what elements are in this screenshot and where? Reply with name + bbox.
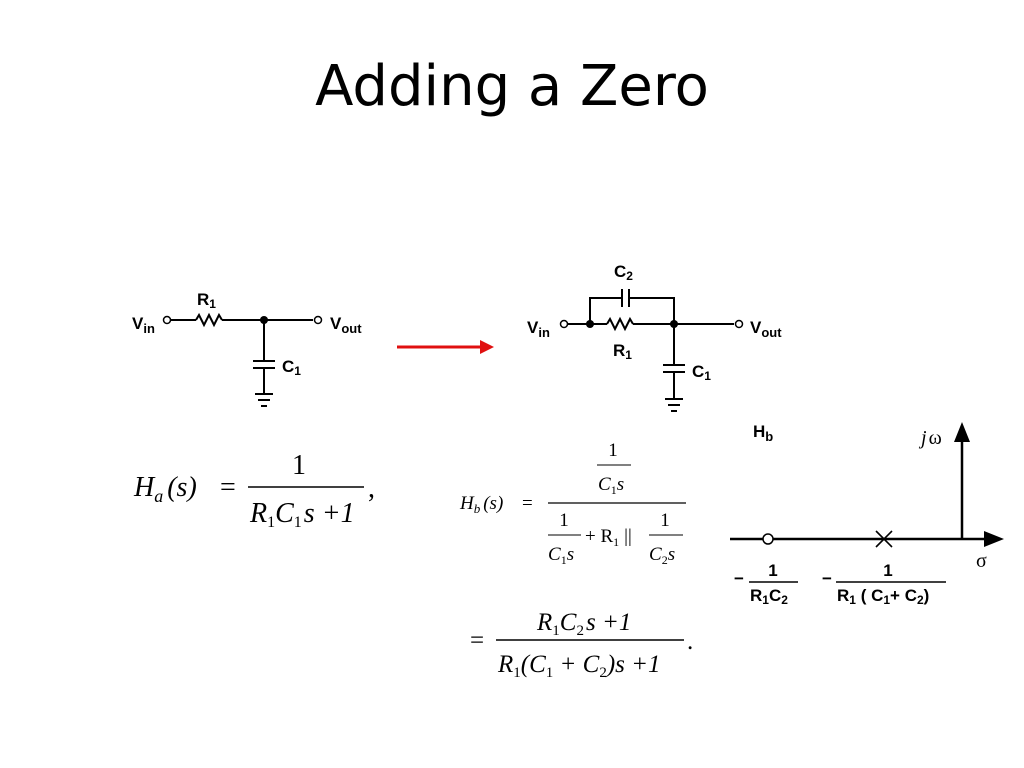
- pz-zero-numerator: 1: [768, 561, 777, 580]
- pz-zero-minus: −: [734, 569, 744, 588]
- circuit-a-ground-symbol: [255, 393, 273, 407]
- eq-b-top-denominator: C1s: [598, 474, 624, 497]
- circuit-b-ground-symbol: [665, 398, 683, 412]
- eq-b-equals: =: [522, 493, 533, 514]
- circuit-b-c1-label: C1: [692, 362, 711, 383]
- eq-b-top-numerator: 1: [608, 440, 618, 461]
- circuit-a-input-terminal: [162, 315, 172, 325]
- transform-arrow: [397, 340, 494, 354]
- pz-pole-minus: −: [822, 569, 832, 588]
- circuit-a: Vin R1 Vout C1: [132, 290, 362, 407]
- pz-real-axis-arrow: [984, 531, 1004, 547]
- circuit-b-vout-label: Vout: [750, 318, 782, 340]
- circuit-b-vin-label: Vin: [527, 318, 550, 340]
- equation-hb: Hb(s) = 1 C1s 1 C1s + R1|| 1 C2s: [459, 440, 686, 567]
- arrow-head: [480, 340, 494, 354]
- eq-a-lhs: Ha(s): [133, 472, 197, 506]
- circuit-a-output-terminal: [313, 315, 323, 325]
- circuit-a-r1-label: R1: [197, 290, 216, 311]
- eq-c-numerator: R1C2s +1: [536, 609, 631, 639]
- circuit-b-output-terminal: [734, 319, 744, 329]
- circuit-a-resistor-r1: [195, 312, 223, 328]
- eq-b-bottom-right-numerator: 1: [660, 510, 670, 531]
- eq-a-comma: ,: [368, 473, 375, 504]
- pz-zero-denominator: R1C2: [750, 586, 788, 607]
- circuit-a-capacitor-c1: [253, 360, 275, 369]
- circuit-b-capacitor-c1: [663, 364, 685, 373]
- equation-ha: Ha(s) = 1 R1C1s +1 ,: [133, 450, 375, 531]
- pz-imag-axis-arrow: [954, 422, 970, 442]
- eq-c-denominator: R1(C1 + C2)s +1: [497, 651, 661, 681]
- circuit-a-vout-label: Vout: [330, 314, 362, 336]
- eq-c-equals: =: [470, 627, 484, 654]
- circuit-a-vin-label: Vin: [132, 314, 155, 336]
- circuit-b-input-terminal: [559, 319, 569, 329]
- pz-pole-marker: [875, 530, 893, 548]
- eq-b-bottom-left-denominator: C1s: [548, 544, 574, 567]
- slide-title: Adding a Zero: [315, 54, 709, 119]
- circuit-b-resistor-r1: [606, 316, 634, 332]
- eq-a-numerator: 1: [292, 450, 306, 481]
- circuit-b: Vin R1 C2 Vout C1: [527, 262, 782, 412]
- circuit-b-bypass-wire: [589, 297, 675, 324]
- circuit-b-r1-label: R1: [613, 341, 632, 362]
- circuit-a-c1-label: C1: [282, 357, 301, 378]
- eq-a-equals: =: [220, 472, 236, 503]
- eq-b-bottom-right-denominator: C2s: [649, 544, 675, 567]
- pz-sigma-label: σ: [976, 550, 987, 572]
- pz-pole-denominator: R1 ( C1+ C2): [837, 586, 929, 607]
- eq-b-plus-r1: + R1||: [585, 526, 632, 549]
- eq-b-lhs: Hb(s): [459, 493, 503, 516]
- pz-hb-label: Hb: [753, 422, 773, 444]
- eq-c-period: .: [687, 628, 693, 655]
- equation-hb-simplified: = R1C2s +1 R1(C1 + C2)s +1 .: [470, 609, 693, 681]
- circuit-b-capacitor-c2: [621, 289, 630, 307]
- eq-b-bottom-left-numerator: 1: [559, 510, 569, 531]
- circuit-b-c2-label: C2: [614, 262, 633, 283]
- pz-pole-numerator: 1: [883, 561, 892, 580]
- eq-a-denominator: R1C1s +1: [249, 498, 355, 531]
- pz-zero-marker: [762, 533, 774, 545]
